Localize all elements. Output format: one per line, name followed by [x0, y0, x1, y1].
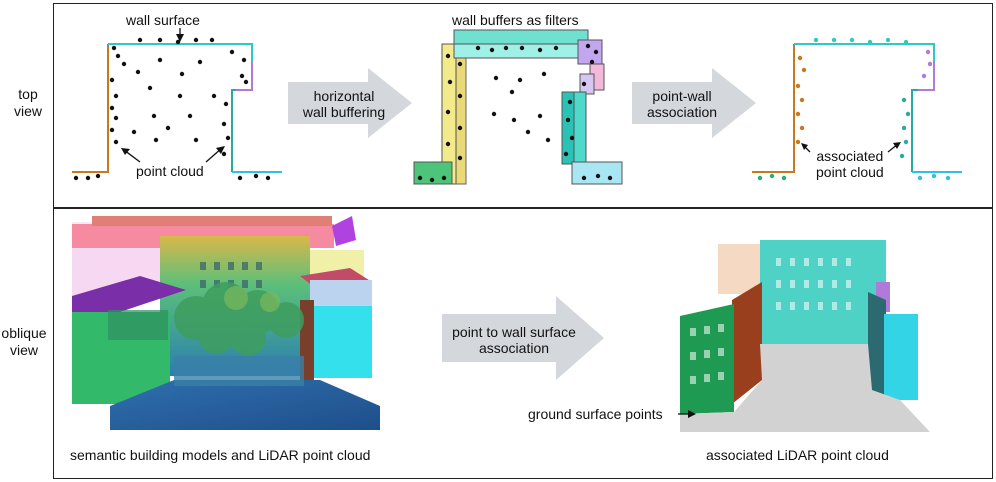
wall-right-line	[231, 89, 236, 172]
associated-lidar-caption: associated LiDAR point cloud	[706, 447, 889, 463]
point-cloud-label: point cloud	[136, 163, 204, 179]
ground-points-label: ground surface points	[528, 406, 663, 422]
top-view-frame	[53, 3, 993, 209]
arrow-horizontal-buffering	[288, 68, 412, 138]
wall-top-line	[108, 43, 253, 62]
wall-corner-line	[236, 62, 253, 91]
arrow-point-to-wall	[442, 296, 604, 380]
wall-surface-label: wall surface	[126, 12, 200, 28]
lidar-facade-windows	[776, 258, 851, 310]
wall-left-line	[72, 44, 109, 173]
buffer-point-dots	[417, 43, 613, 183]
wall-buffers-label: wall buffers as filters	[452, 12, 579, 28]
semantic-models-caption: semantic building models and LiDAR point…	[70, 447, 371, 463]
point-cloud-dots	[73, 37, 271, 181]
ground-surface-points	[680, 344, 930, 432]
arrow-point-wall-association	[632, 68, 756, 138]
oblique-view-frame	[53, 207, 993, 479]
